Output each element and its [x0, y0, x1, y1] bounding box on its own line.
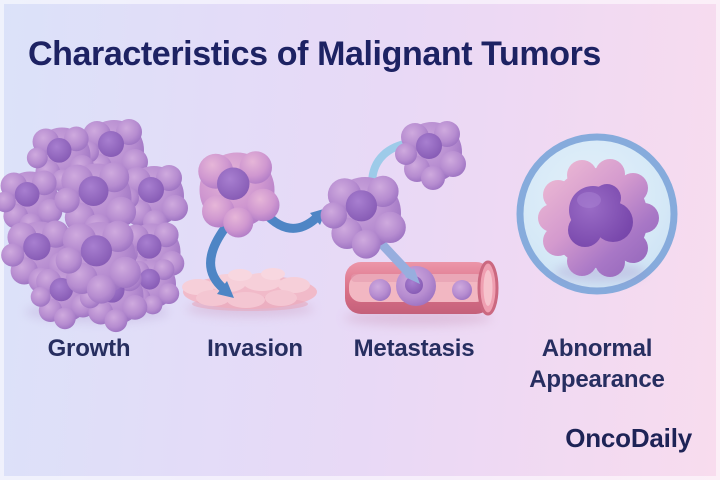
metastasis-cell-primary	[320, 175, 406, 259]
invasion-illustration	[182, 151, 327, 317]
caption-invasion: Invasion	[207, 335, 303, 362]
brand-wordmark: OncoDaily	[565, 423, 692, 453]
tissue-layer	[182, 268, 317, 311]
vessel-cell-small-right	[452, 280, 472, 300]
metastasis-cell-escaped	[395, 121, 466, 190]
invasion-down-arrow-icon	[206, 223, 234, 298]
page-title: Characteristics of Malignant Tumors	[28, 35, 601, 73]
vessel-open-end	[477, 260, 499, 316]
entry-stream-arrow-icon	[373, 235, 420, 284]
abnormal-nucleus	[568, 184, 633, 247]
tumor-cell-cluster	[0, 119, 188, 333]
blood-vessel	[345, 260, 499, 316]
metastasis-illustration	[320, 121, 499, 326]
caption-abnormal-appearance: Abnormal Appearance	[529, 335, 665, 394]
abnormal-cell	[538, 159, 659, 277]
invading-cell	[198, 151, 280, 238]
caption-metastasis: Metastasis	[353, 335, 475, 362]
abnormal-appearance-illustration	[516, 133, 678, 295]
caption-growth: Growth	[47, 335, 131, 362]
vessel-cell-small-left	[369, 279, 391, 301]
growth-illustration	[0, 119, 188, 333]
